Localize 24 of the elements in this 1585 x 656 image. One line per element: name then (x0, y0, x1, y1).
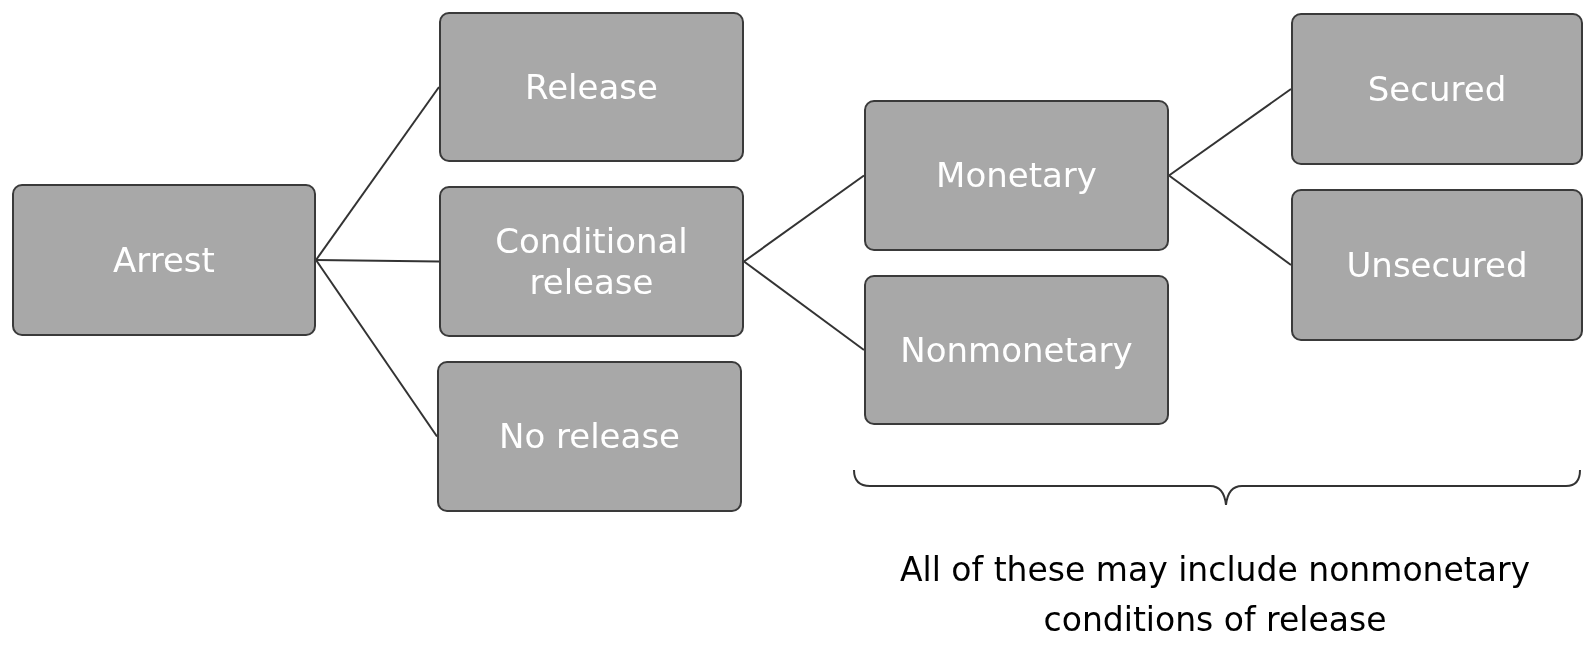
process-box (864, 100, 1169, 251)
brace-note: All of these may include nonmonetary conditions of release (898, 549, 1532, 641)
box-label: Arrest (113, 239, 215, 281)
connector-line (315, 86, 440, 261)
connector-line (315, 259, 440, 263)
box-label: Secured (1367, 68, 1507, 110)
box-label: Nonmonetary (900, 329, 1133, 371)
process-box (12, 184, 316, 336)
box-label: Unsecured (1346, 244, 1528, 286)
connector-line (743, 260, 865, 351)
process-box (1291, 13, 1583, 165)
process-box (439, 12, 744, 162)
process-box (1291, 189, 1583, 341)
connector-line (315, 259, 438, 438)
process-box (437, 361, 742, 512)
process-box (864, 275, 1169, 425)
process-box (439, 186, 744, 337)
box-label: Release (525, 66, 658, 108)
connector-line (1168, 174, 1292, 266)
box-label: Conditional release (494, 220, 689, 303)
box-label: No release (499, 416, 680, 457)
connector-line (743, 174, 865, 263)
connector-line (1168, 88, 1292, 177)
box-label: Monetary (936, 155, 1097, 196)
